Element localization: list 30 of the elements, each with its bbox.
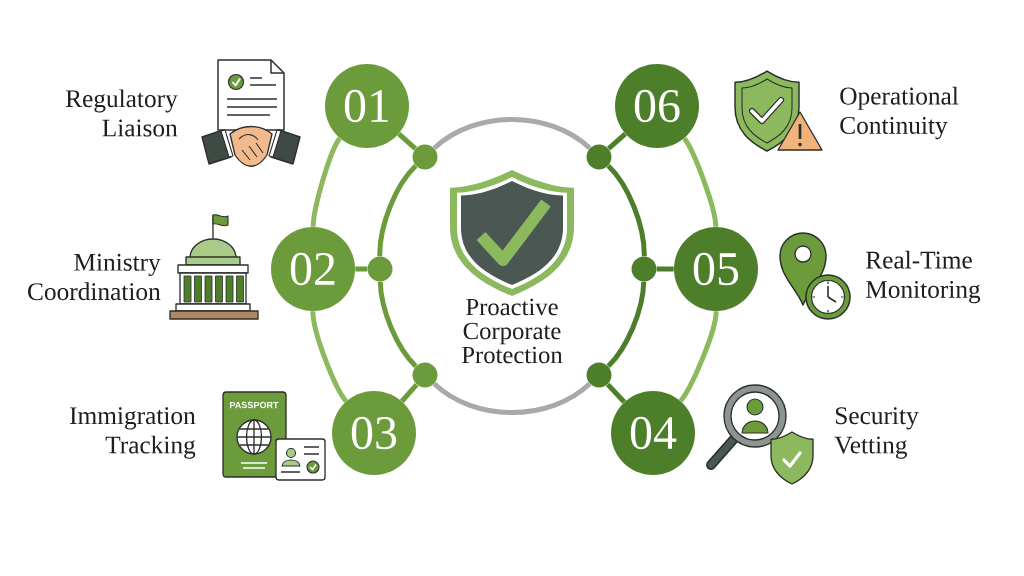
ring-arc (377, 164, 418, 257)
junction-dot (412, 362, 438, 388)
connector-line (606, 132, 627, 151)
ring-arc (606, 164, 647, 257)
step-label: Security Vetting (834, 407, 919, 459)
ring-arc (377, 281, 418, 368)
outer-arc (310, 311, 349, 403)
ring-arc (432, 117, 592, 151)
connector-line (355, 266, 368, 272)
connector-line (656, 266, 674, 272)
junction-dot (586, 362, 612, 388)
outer-arc (310, 136, 342, 227)
junction-dot (586, 144, 612, 170)
outer-arc (678, 311, 719, 403)
step-label: Operational Continuity (840, 86, 959, 140)
outer-arc (682, 136, 719, 227)
connector-line (400, 382, 419, 403)
step-label: Ministry Coordination (28, 253, 161, 301)
junction-dot (412, 144, 438, 170)
step-label: Regulatory Liaison (65, 89, 178, 137)
cover-text: PASSPORT (230, 401, 279, 409)
step-label: Real-Time Monitoring (866, 250, 981, 304)
step-label: Immigration Tracking (70, 407, 196, 459)
ring-arc (432, 381, 592, 415)
junction-dot (631, 256, 657, 282)
junction-dot (367, 256, 393, 282)
connector-line (397, 132, 418, 151)
center-title: Proactive Corporate Protection (462, 298, 563, 364)
connector-line (605, 382, 627, 404)
ring-arc (606, 281, 647, 368)
